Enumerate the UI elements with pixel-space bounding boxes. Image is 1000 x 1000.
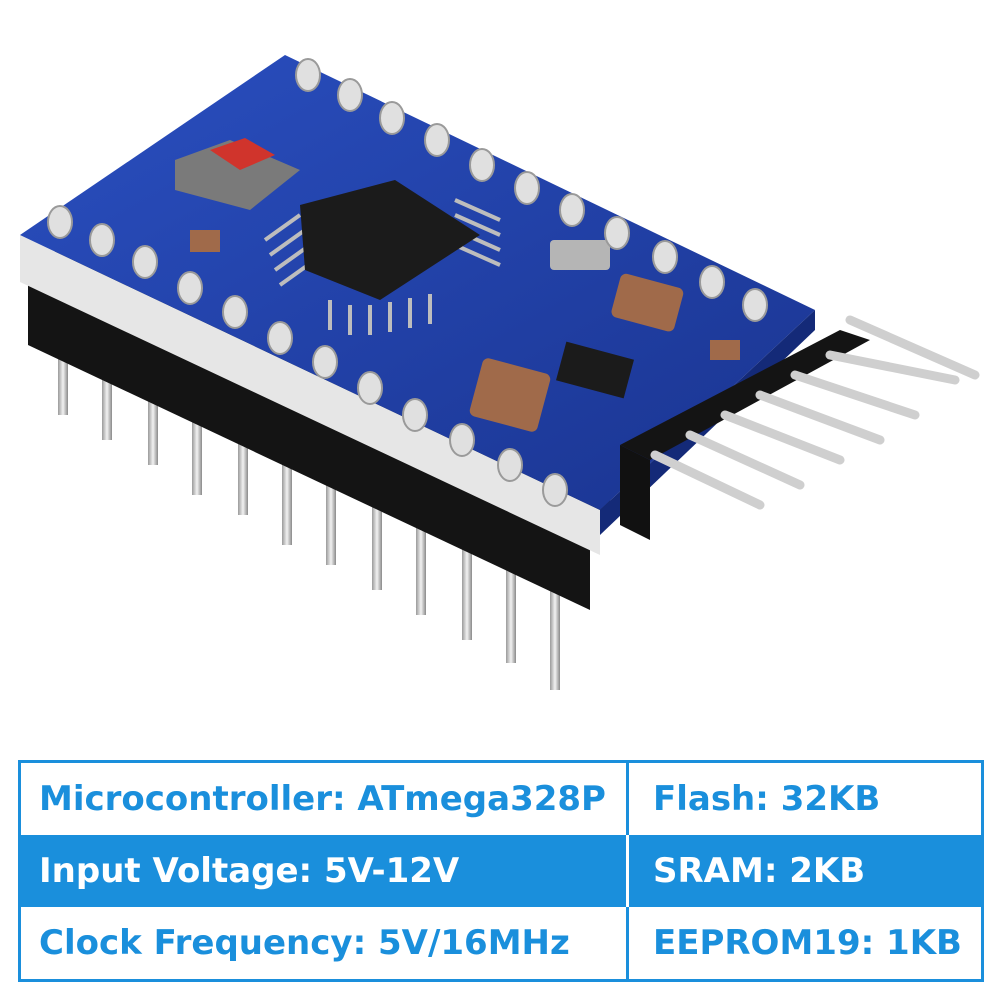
pro-mini-board-photo — [20, 55, 980, 690]
atmega-chip — [263, 180, 501, 335]
side-header — [620, 315, 980, 540]
spec-microcontroller: Microcontroller: ATmega328P — [21, 763, 629, 835]
spec-eeprom: EEPROM19: 1KB — [629, 907, 981, 979]
spec-input-voltage: Input Voltage: 5V-12V — [21, 835, 629, 907]
spec-clock-frequency: Clock Frequency: 5V/16MHz — [21, 907, 629, 979]
reset-button — [175, 138, 300, 210]
board-edge — [20, 235, 600, 555]
components — [190, 230, 740, 432]
bottom-pins — [58, 320, 560, 690]
spec-table: Microcontroller: ATmega328P Flash: 32KB … — [18, 760, 984, 982]
spec-sram: SRAM: 2KB — [629, 835, 981, 907]
spec-row: Input Voltage: 5V-12V SRAM: 2KB — [21, 835, 981, 907]
spec-row: Clock Frequency: 5V/16MHz EEPROM19: 1KB — [21, 907, 981, 979]
spec-row: Microcontroller: ATmega328P Flash: 32KB — [21, 763, 981, 835]
solder-posts — [47, 58, 768, 507]
spec-flash: Flash: 32KB — [629, 763, 981, 835]
